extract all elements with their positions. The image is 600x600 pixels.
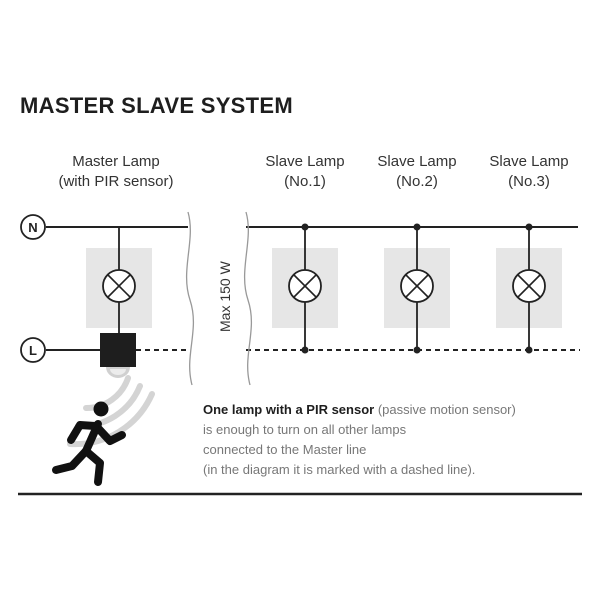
slave-lamp-3-label: Slave Lamp (No.3) [459,152,599,192]
slave-lamp-1-title: Slave Lamp [265,153,345,170]
slave-lamp-1-label: Slave Lamp (No.1) [235,152,375,192]
caption-line-4: (in the diagram it is marked with a dash… [203,462,476,477]
slave-lamp-2-number: (No.2) [396,173,438,190]
max-power-label: Max 150 W [217,260,233,332]
break-line-right [244,211,252,386]
caption-line-1: One lamp with a PIR sensor (passive moti… [203,400,593,420]
neutral-label: N [28,220,37,235]
lamp-icon [102,269,136,303]
slave-lamp-1-number: (No.1) [284,173,326,190]
slave-lamp-2-label: Slave Lamp (No.2) [347,152,487,192]
page-title: MASTER SLAVE SYSTEM [20,93,293,118]
caption-line-3: connected to the Master line [203,442,367,457]
master-lamp-subtitle: (with PIR sensor) [58,173,174,190]
live-label: L [29,343,37,358]
slave-lamp-3-number: (No.3) [508,173,550,190]
break-line-left [186,211,194,386]
caption-lead: One lamp with a PIR sensor [203,402,375,417]
caption-lead-note: (passive motion sensor) [374,402,516,417]
pir-sensor-icon [100,333,136,378]
lamp-icon [512,269,546,303]
running-person-icon [52,401,126,486]
caption-line-2: is enough to turn on all other lamps [203,422,407,437]
slave-lamp-3-title: Slave Lamp [489,153,569,170]
slave-lamp-2-title: Slave Lamp [377,153,457,170]
master-lamp-label: Master Lamp (with PIR sensor) [46,152,186,192]
lamp-icon [288,269,322,303]
caption: One lamp with a PIR sensor (passive moti… [203,400,593,480]
live-terminal [20,337,46,363]
neutral-terminal [20,214,46,240]
lamp-icon [400,269,434,303]
signal-waves-icon [67,375,155,448]
master-lamp-title: Master Lamp [72,153,160,170]
